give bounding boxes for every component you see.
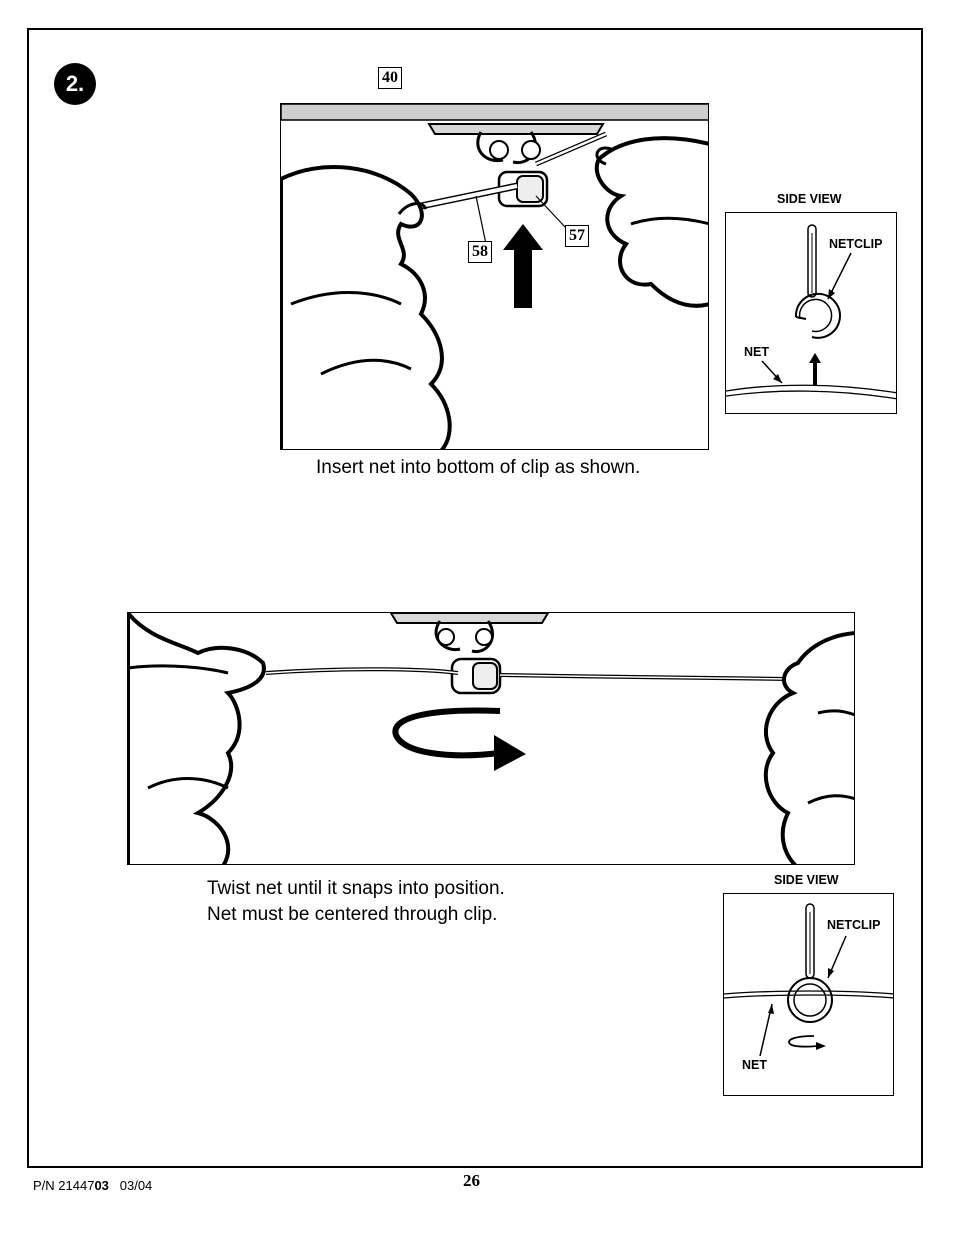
side-view-1-netclip-label: NETCLIP bbox=[829, 237, 883, 251]
step-number-badge: 2. bbox=[54, 63, 96, 105]
part-number-prefix: P/N 21447 bbox=[33, 1178, 95, 1193]
side-view-2-title: SIDE VIEW bbox=[774, 873, 839, 887]
footer-date: 03/04 bbox=[119, 1178, 153, 1193]
side-view-1-diagram bbox=[726, 224, 896, 400]
caption-twist-net-line-1: Twist net until it snaps into position. bbox=[207, 878, 505, 899]
caption-twist-net-line-2: Net must be centered through clip. bbox=[207, 904, 498, 925]
side-view-2-netclip-label: NETCLIP bbox=[827, 918, 881, 932]
side-view-2-net-label: NET bbox=[742, 1058, 767, 1072]
figure-twist-net bbox=[127, 612, 855, 865]
part-number-revision: 03 bbox=[94, 1178, 109, 1193]
side-view-1-panel bbox=[725, 212, 897, 414]
side-view-2-diagram bbox=[724, 903, 893, 1057]
insert-net-illustration bbox=[281, 104, 708, 449]
caption-insert-net: Insert net into bottom of clip as shown. bbox=[316, 457, 641, 478]
callout-part-40: 40 bbox=[378, 67, 402, 89]
callout-part-57: 57 bbox=[565, 225, 589, 247]
page-number: 26 bbox=[463, 1171, 480, 1190]
side-view-1-net-label: NET bbox=[744, 345, 769, 359]
figure-insert-net bbox=[280, 103, 709, 450]
footer-part-number: P/N 2144703 03/04 bbox=[33, 1178, 152, 1193]
twist-net-illustration bbox=[128, 613, 854, 864]
side-view-2-panel bbox=[723, 893, 894, 1096]
side-view-1-title: SIDE VIEW bbox=[777, 192, 842, 206]
callout-part-58: 58 bbox=[468, 241, 492, 263]
page-border bbox=[27, 28, 923, 1168]
